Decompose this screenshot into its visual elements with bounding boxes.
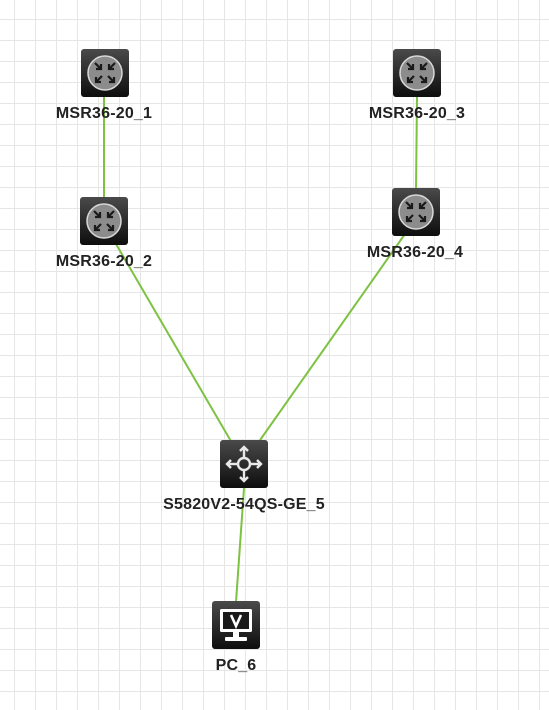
router-icon <box>81 49 129 97</box>
router-icon <box>392 188 440 236</box>
link-r2-sw[interactable] <box>115 243 233 444</box>
router-label-msr36-20-2: MSR36-20_2 <box>55 253 153 270</box>
l3-switch-icon <box>220 440 268 488</box>
pc-6[interactable] <box>211 600 261 650</box>
link-r4-sw[interactable] <box>257 233 406 444</box>
pc-monitor-icon <box>212 601 260 649</box>
link-r3-r4[interactable] <box>415 96 418 190</box>
router-msr36-20-3[interactable] <box>392 48 442 98</box>
router-label-msr36-20-4: MSR36-20_4 <box>366 244 464 261</box>
link-sw-pc[interactable] <box>235 487 245 603</box>
router-label-msr36-20-3: MSR36-20_3 <box>368 105 466 122</box>
router-msr36-20-4[interactable] <box>391 187 441 237</box>
router-label-msr36-20-1: MSR36-20_1 <box>55 105 153 122</box>
switch-s5820v2-54qs-ge-5[interactable] <box>219 439 269 489</box>
router-msr36-20-2[interactable] <box>79 196 129 246</box>
router-icon <box>393 49 441 97</box>
switch-label-s5820v2-54qs-ge-5: S5820V2-54QS-GE_5 <box>163 496 325 513</box>
router-msr36-20-1[interactable] <box>80 48 130 98</box>
router-icon <box>80 197 128 245</box>
pc-label-6: PC_6 <box>215 657 257 674</box>
